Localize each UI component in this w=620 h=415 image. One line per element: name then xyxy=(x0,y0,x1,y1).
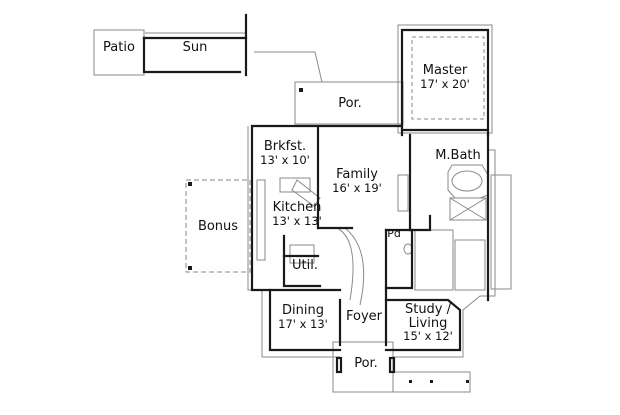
room-dims: 13' x 13' xyxy=(272,213,322,228)
bonus-outline xyxy=(185,179,251,273)
room-master: Master 17' x 20' xyxy=(405,64,485,90)
room-dims: 13' x 10' xyxy=(260,152,310,167)
room-kitchen: Kitchen 13' x 13' xyxy=(262,201,332,227)
room-dims: 15' x 12' xyxy=(403,329,453,344)
room-name: Pd xyxy=(387,227,401,240)
room-porch-rear: Por. xyxy=(320,97,380,111)
room-name: Patio xyxy=(103,40,135,55)
room-name: Dining xyxy=(282,303,324,318)
room-name: Por. xyxy=(338,96,362,111)
room-study: Study / Living 15' x 12' xyxy=(393,302,463,344)
room-dims: 16' x 19' xyxy=(332,180,382,195)
room-master-bath: M.Bath xyxy=(428,149,488,163)
room-breakfast: Brkfst. 13' x 10' xyxy=(255,140,315,166)
room-powder: Pd xyxy=(384,228,404,240)
room-porch-front: Por. xyxy=(343,357,389,371)
room-name: Foyer xyxy=(345,309,382,324)
room-name: Master xyxy=(422,63,468,78)
room-name: Kitchen xyxy=(272,200,322,215)
room-dining: Dining 17' x 13' xyxy=(268,304,338,330)
room-family: Family 16' x 19' xyxy=(322,168,392,194)
room-patio: Patio xyxy=(94,41,144,55)
room-name: Util. xyxy=(292,258,318,273)
room-sun: Sun xyxy=(160,41,230,55)
room-name: Family xyxy=(336,167,378,182)
room-foyer: Foyer xyxy=(340,310,388,324)
room-name: M.Bath xyxy=(435,148,481,163)
room-name: Study / xyxy=(404,302,452,317)
room-name: Sun xyxy=(182,40,208,55)
room-name: Bonus xyxy=(197,219,239,234)
room-dims: 17' x 20' xyxy=(420,76,470,91)
room-utility: Util. xyxy=(288,259,322,273)
room-dims: 17' x 13' xyxy=(278,316,328,331)
room-name: Brkfst. xyxy=(263,139,307,154)
room-name: Por. xyxy=(354,356,378,371)
room-name-2: Living xyxy=(408,315,448,331)
room-bonus: Bonus xyxy=(190,220,246,234)
